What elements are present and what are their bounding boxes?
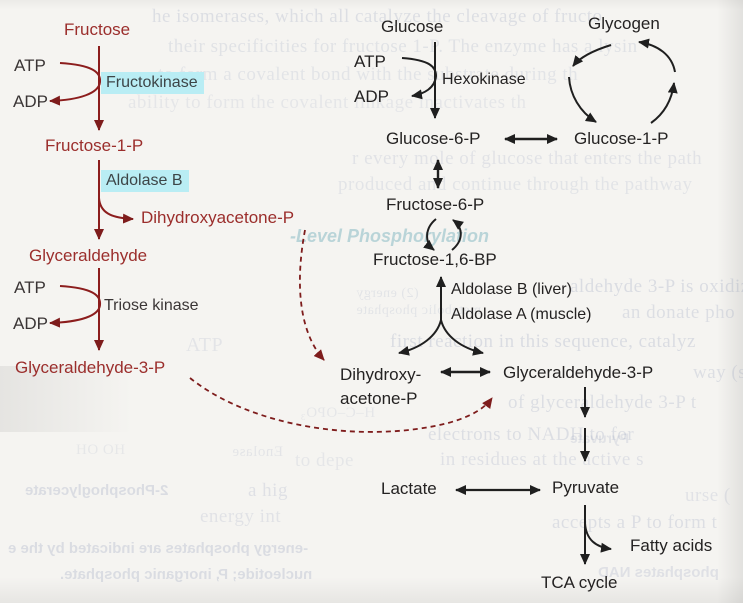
label-atp-2: ATP: [14, 278, 46, 297]
node-g3p-left: Glyceraldehyde-3-P: [15, 358, 166, 377]
node-tca-cycle: TCA cycle: [541, 573, 618, 592]
node-glyceraldehyde: Glyceraldehyde: [29, 246, 148, 265]
enzyme-triose-kinase: Triose kinase: [104, 297, 199, 314]
node-dhap-right-line1: Dihydroxy-: [340, 365, 422, 384]
node-pyruvate: Pyruvate: [552, 478, 620, 497]
node-glucose-1-p: Glucose-1-P: [574, 129, 669, 148]
enzyme-aldolase-a-muscle: Aldolase A (muscle): [451, 306, 592, 323]
bleedthrough-text: HO OH: [76, 442, 126, 458]
arrow-glycogen-cycle-left-lower: [568, 76, 597, 123]
node-fructose-1-p: Fructose-1-P: [45, 136, 144, 155]
node-g3p-right: Glyceraldehyde-3-P: [503, 363, 654, 382]
arrow-f16bp-to-f6p: [451, 219, 465, 251]
bleedthrough-text: their specificities for fructose 1-P. Th…: [168, 36, 638, 57]
node-fructose-16-bp: Fructose-1,6-BP: [373, 250, 497, 269]
enzyme-fructokinase: Fructokinase: [101, 72, 204, 95]
arrow-atp-adp-hexokinase: [401, 57, 438, 100]
bleedthrough-text: an donate pho: [622, 302, 736, 323]
arrow-atp-adp-fructokinase: [49, 62, 102, 106]
bleedthrough-text: energy int: [200, 506, 282, 527]
node-dhap-right-line2: acetone-P: [340, 389, 418, 408]
bleedthrough-text: to depe: [295, 450, 354, 471]
arrow-branch-to-dhap-left: [98, 197, 134, 224]
node-fructose: Fructose: [64, 20, 131, 39]
arrow-glycogen-cycle-right-lower: [650, 82, 678, 124]
bleedthrough-text: -Level Phosphorylation: [290, 226, 490, 246]
bleedthrough-text: he isomerases, which all catalyze the cl…: [152, 6, 603, 27]
bleedthrough-text: aldehyde 3-P is oxidized an: [570, 276, 743, 297]
node-fructose-6-p: Fructose-6-P: [386, 195, 485, 214]
node-glycogen: Glycogen: [588, 14, 660, 33]
arrow-glycogen-cycle-right-upper: [638, 38, 676, 73]
bleedthrough-text: way (se: [693, 362, 743, 383]
label-adp-3: ADP: [354, 87, 389, 106]
arrow-glycogen-cycle-left-upper: [572, 44, 612, 67]
label-atp-1: ATP: [14, 56, 46, 75]
bleedthrough-text: to form a covalent bond with the substra…: [158, 64, 579, 85]
label-adp-2: ADP: [13, 314, 48, 333]
enzyme-aldolase-b-liver: Aldolase B (liver): [451, 281, 572, 298]
bleedthrough-text: urse (: [685, 485, 731, 506]
label-atp-3: ATP: [354, 52, 386, 71]
arrow-fork-to-dhap: [398, 319, 442, 356]
bleedthrough-text: a hig: [248, 480, 288, 501]
label-adp-1: ADP: [13, 92, 48, 111]
arrow-fork-to-g3p: [440, 319, 484, 356]
enzyme-aldolase-b: Aldolase B: [101, 170, 189, 193]
node-glucose: Glucose: [381, 17, 444, 36]
node-lactate: Lactate: [381, 479, 437, 498]
bleedthrough-text: accepts a P to form t: [552, 512, 718, 533]
node-glucose-6-p: Glucose-6-P: [386, 129, 481, 148]
arrow-f6p-to-f16bp: [423, 218, 437, 251]
bleedthrough-text: ability to form the covalent linkage ina…: [128, 92, 527, 113]
arrow-atp-adp-triose-kinase: [49, 285, 102, 328]
enzyme-hexokinase: Hexokinase: [442, 71, 526, 88]
node-dhap-left: Dihydroxyacetone-P: [141, 208, 295, 227]
arrow-pyruvate-to-fatty-acids: [584, 522, 612, 553]
bleedthrough-text: electrons to NADH to for: [428, 424, 635, 445]
bleedthrough-text: of glyceraldehyde 3-P t: [508, 392, 697, 413]
bleedthrough-text: ATP: [186, 334, 224, 356]
node-dhap-right: Dihydroxy-acetone-P: [340, 363, 421, 411]
dashed-arrow-g3p-left-to-right: [189, 377, 493, 433]
bleedthrough-text: in residues at the active s: [440, 449, 644, 470]
bleedthrough-text: produced and continue through the pathwa…: [338, 174, 693, 195]
dashed-arrow-dhap-left-to-right: [299, 229, 325, 361]
node-fatty-acids: Fatty acids: [630, 536, 713, 555]
